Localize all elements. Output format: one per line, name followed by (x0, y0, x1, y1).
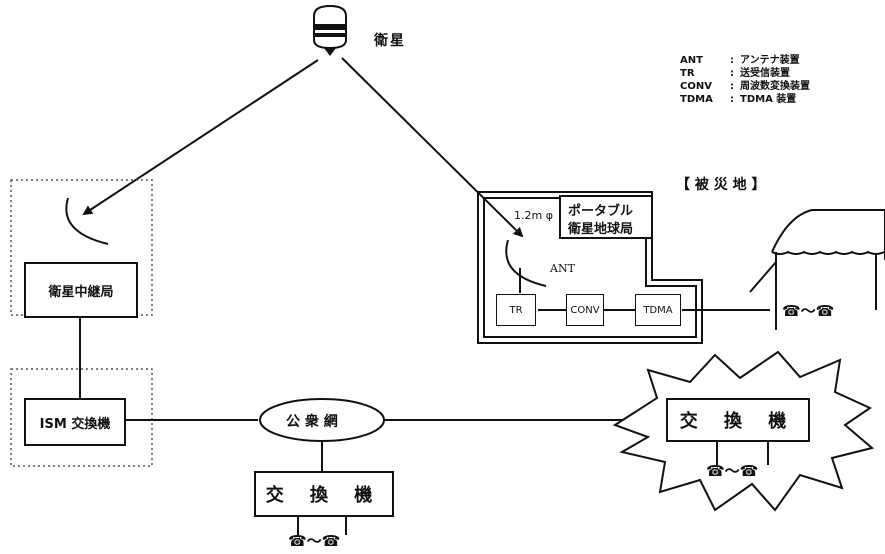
legend-sep: : (730, 80, 740, 93)
bottom-phones: ☎～☎ (288, 530, 340, 551)
legend-abbr: TR (680, 67, 730, 80)
satellite-label: 衛星 (374, 30, 406, 50)
legend-desc: 送受信装置 (740, 67, 790, 80)
legend-sep: : (730, 67, 740, 80)
bottom-exchange-label: 交 換 機 (266, 481, 383, 507)
portable-station-title-line1: ポータブル (568, 200, 633, 219)
legend-sep: : (730, 54, 740, 67)
antenna-size-label: 1.2m φ (514, 209, 553, 222)
relay-station-box: 衛星中継局 (24, 262, 138, 318)
portable-dish-icon (506, 240, 546, 286)
portable-station-title-line2: 衛星地球局 (568, 218, 633, 237)
legend-abbr: ANT (680, 54, 730, 67)
legend-row: TDMA : TDMA 装置 (680, 93, 810, 106)
disaster-area-label: 【 被 災 地 】 (676, 174, 766, 194)
legend-desc: TDMA 装置 (740, 93, 796, 106)
legend-sep: : (730, 93, 740, 106)
tr-box: TR (496, 294, 536, 326)
ant-label: ANT (550, 262, 575, 275)
conv-label: CONV (570, 305, 599, 316)
legend-desc: 周波数変換装置 (740, 80, 810, 93)
tdma-box: TDMA (635, 294, 681, 326)
tent-phones: ☎～☎ (782, 300, 834, 321)
legend-row: CONV : 周波数変換装置 (680, 80, 810, 93)
ism-exchange-box: ISM 交換機 (24, 398, 126, 446)
public-network-label: 公 衆 網 (286, 411, 338, 431)
legend-abbr: TDMA (680, 93, 730, 106)
disaster-exchange-box: 交 換 機 (666, 398, 810, 442)
disaster-exchange-label: 交 換 機 (680, 407, 797, 433)
tr-label: TR (509, 305, 522, 316)
bottom-exchange-box: 交 換 機 (254, 471, 394, 517)
legend-desc: アンテナ装置 (740, 54, 800, 67)
tdma-label: TDMA (643, 305, 672, 316)
legend-abbr: CONV (680, 80, 730, 93)
ism-exchange-label: ISM 交換機 (40, 413, 111, 432)
relay-dish-icon (66, 198, 108, 244)
legend-row: TR : 送受信装置 (680, 67, 810, 80)
conv-box: CONV (566, 294, 604, 326)
legend: ANT : アンテナ装置 TR : 送受信装置 CONV : 周波数変換装置 T… (680, 54, 810, 106)
satellite-icon (314, 6, 346, 56)
disaster-phones: ☎～☎ (706, 460, 758, 481)
downlink-to-portable-arrow (342, 58, 522, 236)
relay-station-label: 衛星中継局 (48, 281, 113, 300)
uplink-to-relay-arrow (84, 60, 318, 214)
legend-row: ANT : アンテナ装置 (680, 54, 810, 67)
